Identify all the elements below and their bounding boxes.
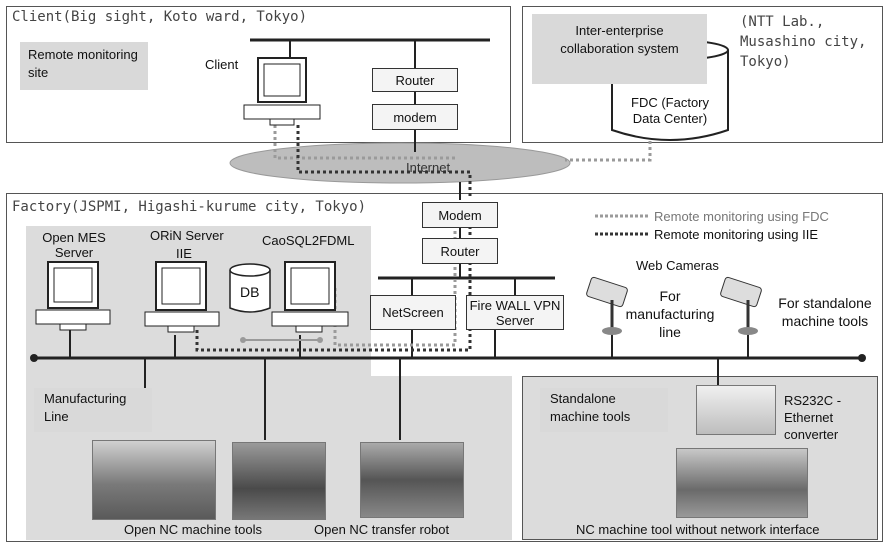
factory-modem-box: Modem: [422, 202, 498, 228]
client-router-box: Router: [372, 68, 458, 92]
client-computer-icon: [243, 57, 321, 126]
factory-region: [6, 193, 883, 542]
db-label: DB: [240, 284, 260, 300]
camera-manufacturing-label: For manufacturing line: [625, 288, 715, 340]
camera-icon-standalone: [720, 276, 762, 335]
mes-server-computer-icon: [35, 261, 111, 331]
nc-machine-photo-1: [92, 440, 216, 520]
db-cylinder-icon: [229, 263, 271, 313]
iie-label: IIE: [176, 246, 192, 261]
client-modem-box: modem: [372, 104, 458, 130]
rs232c-label: RS232C -Ethernet converter: [784, 393, 842, 442]
camera-icon-manufacturing: [586, 276, 628, 335]
client-region-title: Client(Big sight, Koto ward, Tokyo): [12, 9, 308, 25]
ntt-location-label: (NTT Lab., Musashino city, Tokyo): [740, 14, 867, 70]
fdc-label: FDC (Factory Data Center): [631, 95, 709, 126]
client-region: [6, 6, 511, 143]
web-cameras-label: Web Cameras: [636, 258, 719, 273]
legend-iie: Remote monitoring using IIE: [654, 227, 819, 242]
transfer-robot-photo: [360, 442, 464, 518]
firewall-vpn-box: Fire WALL VPN Server: [466, 295, 564, 330]
ntt-region: [522, 6, 883, 143]
camera-standalone-label: For standalone machine tools: [778, 295, 872, 329]
internet-cloud: [229, 142, 571, 184]
orin-server-label: ORiN Server: [150, 228, 224, 243]
orin-server-computer-icon: [144, 261, 220, 333]
caosql-computer-icon: [271, 261, 349, 333]
caosql-label: CaoSQL2FDML: [262, 233, 355, 248]
nc-machine-photo-2: [232, 442, 326, 520]
netscreen-box: NetScreen: [370, 295, 456, 330]
factory-router-box: Router: [422, 238, 498, 264]
legend-fdc: Remote monitoring using FDC: [654, 209, 829, 224]
open-nc-tools-label: Open NC machine tools: [124, 522, 263, 537]
rs232c-converter-photo: [696, 385, 776, 435]
factory-region-title: Factory(JSPMI, Higashi-kurume city, Toky…: [12, 199, 367, 215]
nc-no-network-label: NC machine tool without network interfac…: [576, 522, 820, 537]
standalone-nc-photo: [676, 448, 808, 518]
standalone-tools-box: Standalone machine tools: [540, 388, 668, 432]
remote-monitoring-site-box: Remote monitoring site: [20, 42, 148, 90]
open-nc-robot-label: Open NC transfer robot: [314, 522, 450, 537]
internet-label: Internet: [406, 160, 451, 175]
collaboration-system-box: Inter-enterprise collaboration system: [532, 14, 707, 84]
manufacturing-line-box: Manufacturing Line: [34, 388, 152, 432]
client-label: Client: [205, 57, 239, 72]
open-mes-server-label: Open MES Server: [42, 230, 106, 260]
